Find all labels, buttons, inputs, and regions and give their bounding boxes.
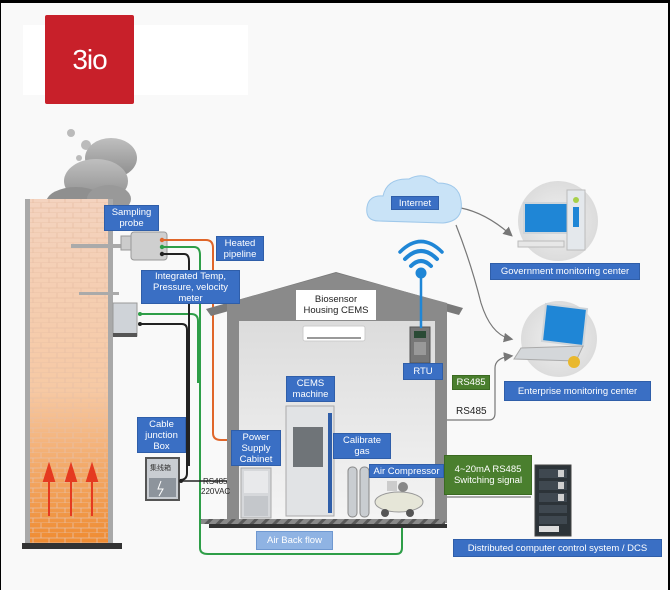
label-rs485-cable: RS485 (203, 477, 228, 486)
cable-junction-box (145, 457, 183, 501)
label-air-compressor: Air Compressor (369, 464, 444, 478)
signal-line-black-meter (140, 323, 188, 481)
label-signal-box: 4~20mA RS485 Switching signal (444, 455, 532, 495)
label-heated-pipeline: Heated pipeline (216, 236, 264, 261)
label-integrated-meter: Integrated Temp, Pressure, velocity mete… (141, 270, 240, 304)
desktop-computer-icon (517, 181, 598, 261)
label-government-monitoring-center: Government monitoring center (490, 263, 640, 280)
integrated-meter-device (79, 292, 142, 337)
signal-line-black-probe (162, 253, 190, 466)
dcs-rack-icon (534, 464, 572, 537)
label-biosensor-housing: Biosensor Housing CEMS (296, 290, 376, 320)
pipelines (140, 207, 531, 555)
label-rtu: RTU (403, 363, 443, 380)
diagram-graphics (22, 129, 598, 555)
signal-line-green-meter (140, 313, 199, 383)
logo-text: 3io (72, 43, 107, 75)
internet-to-gov-line (460, 207, 513, 237)
label-calibrate-gas: Calibrate gas (333, 433, 391, 459)
junction-box-caption: 集线箱 (150, 465, 171, 472)
internet-to-enterprise-line (455, 224, 514, 343)
label-air-back-flow: Air Back flow (256, 531, 333, 550)
label-220vac-cable: 220VAC (201, 487, 231, 496)
label-rs485-badge: RS485 (452, 375, 490, 390)
label-dcs: Distributed computer control system / DC… (453, 539, 662, 557)
label-cable-junction-box: Cable junction Box (137, 417, 186, 453)
label-power-supply-cabinet: Power Supply Cabinet (231, 430, 281, 466)
gas-cylinders (347, 466, 370, 518)
gas-line-green-probe (162, 246, 403, 555)
air-compressor-device (374, 481, 424, 517)
cems-housing-building (201, 272, 463, 528)
rs485-to-enterprise-line (441, 352, 514, 421)
wifi-icon (398, 239, 444, 329)
laptop-computer-icon (513, 301, 597, 377)
chimney (22, 199, 122, 549)
label-sampling-probe: Sampling probe (104, 205, 159, 231)
heated-pipeline-orange (162, 239, 291, 441)
cems-system-diagram: 3io (1, 3, 668, 590)
flue-gas-arrows (42, 461, 99, 516)
label-cems-machine: CEMS machine (286, 376, 335, 402)
label-rs485-line: RS485 (456, 406, 487, 417)
brand-logo: 3io (45, 15, 134, 104)
label-internet: Internet (391, 196, 439, 210)
label-enterprise-monitoring-center: Enterprise monitoring center (504, 381, 651, 401)
